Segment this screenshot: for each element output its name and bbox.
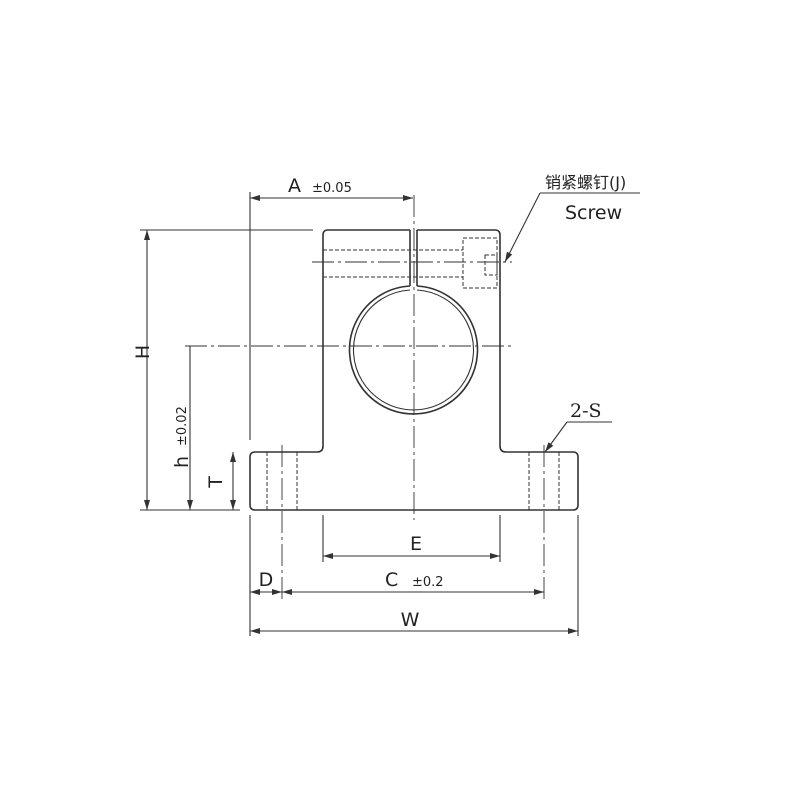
- dim-a-label: A: [288, 175, 301, 197]
- dim-W-label: W: [401, 609, 420, 631]
- screw-label-en: Screw: [565, 202, 622, 224]
- holes-callout: 2-S: [544, 400, 612, 453]
- dim-a-tolerance: ±0.05: [312, 181, 352, 196]
- dim-D-label: D: [259, 569, 274, 591]
- holes-label: 2-S: [570, 400, 602, 422]
- dim-H-label: H: [132, 345, 154, 359]
- dim-C-tolerance: ±0.2: [412, 575, 444, 590]
- dim-h-tolerance: ±0.02: [175, 406, 190, 446]
- screw-hidden: [323, 237, 498, 289]
- mounting-holes: [266, 452, 560, 510]
- center-lines: [185, 195, 545, 600]
- screw-label-cn: 销紧螺钉(J): [545, 173, 626, 192]
- extension-lines: [140, 192, 579, 636]
- dim-T-label: T: [205, 476, 227, 489]
- dimension-lines: [144, 195, 578, 634]
- dim-h-label: h: [171, 456, 193, 468]
- screw-callout: 销紧螺钉(J) Screw: [504, 173, 640, 263]
- dim-C-label: C: [385, 569, 398, 591]
- dim-E-label: E: [410, 533, 422, 555]
